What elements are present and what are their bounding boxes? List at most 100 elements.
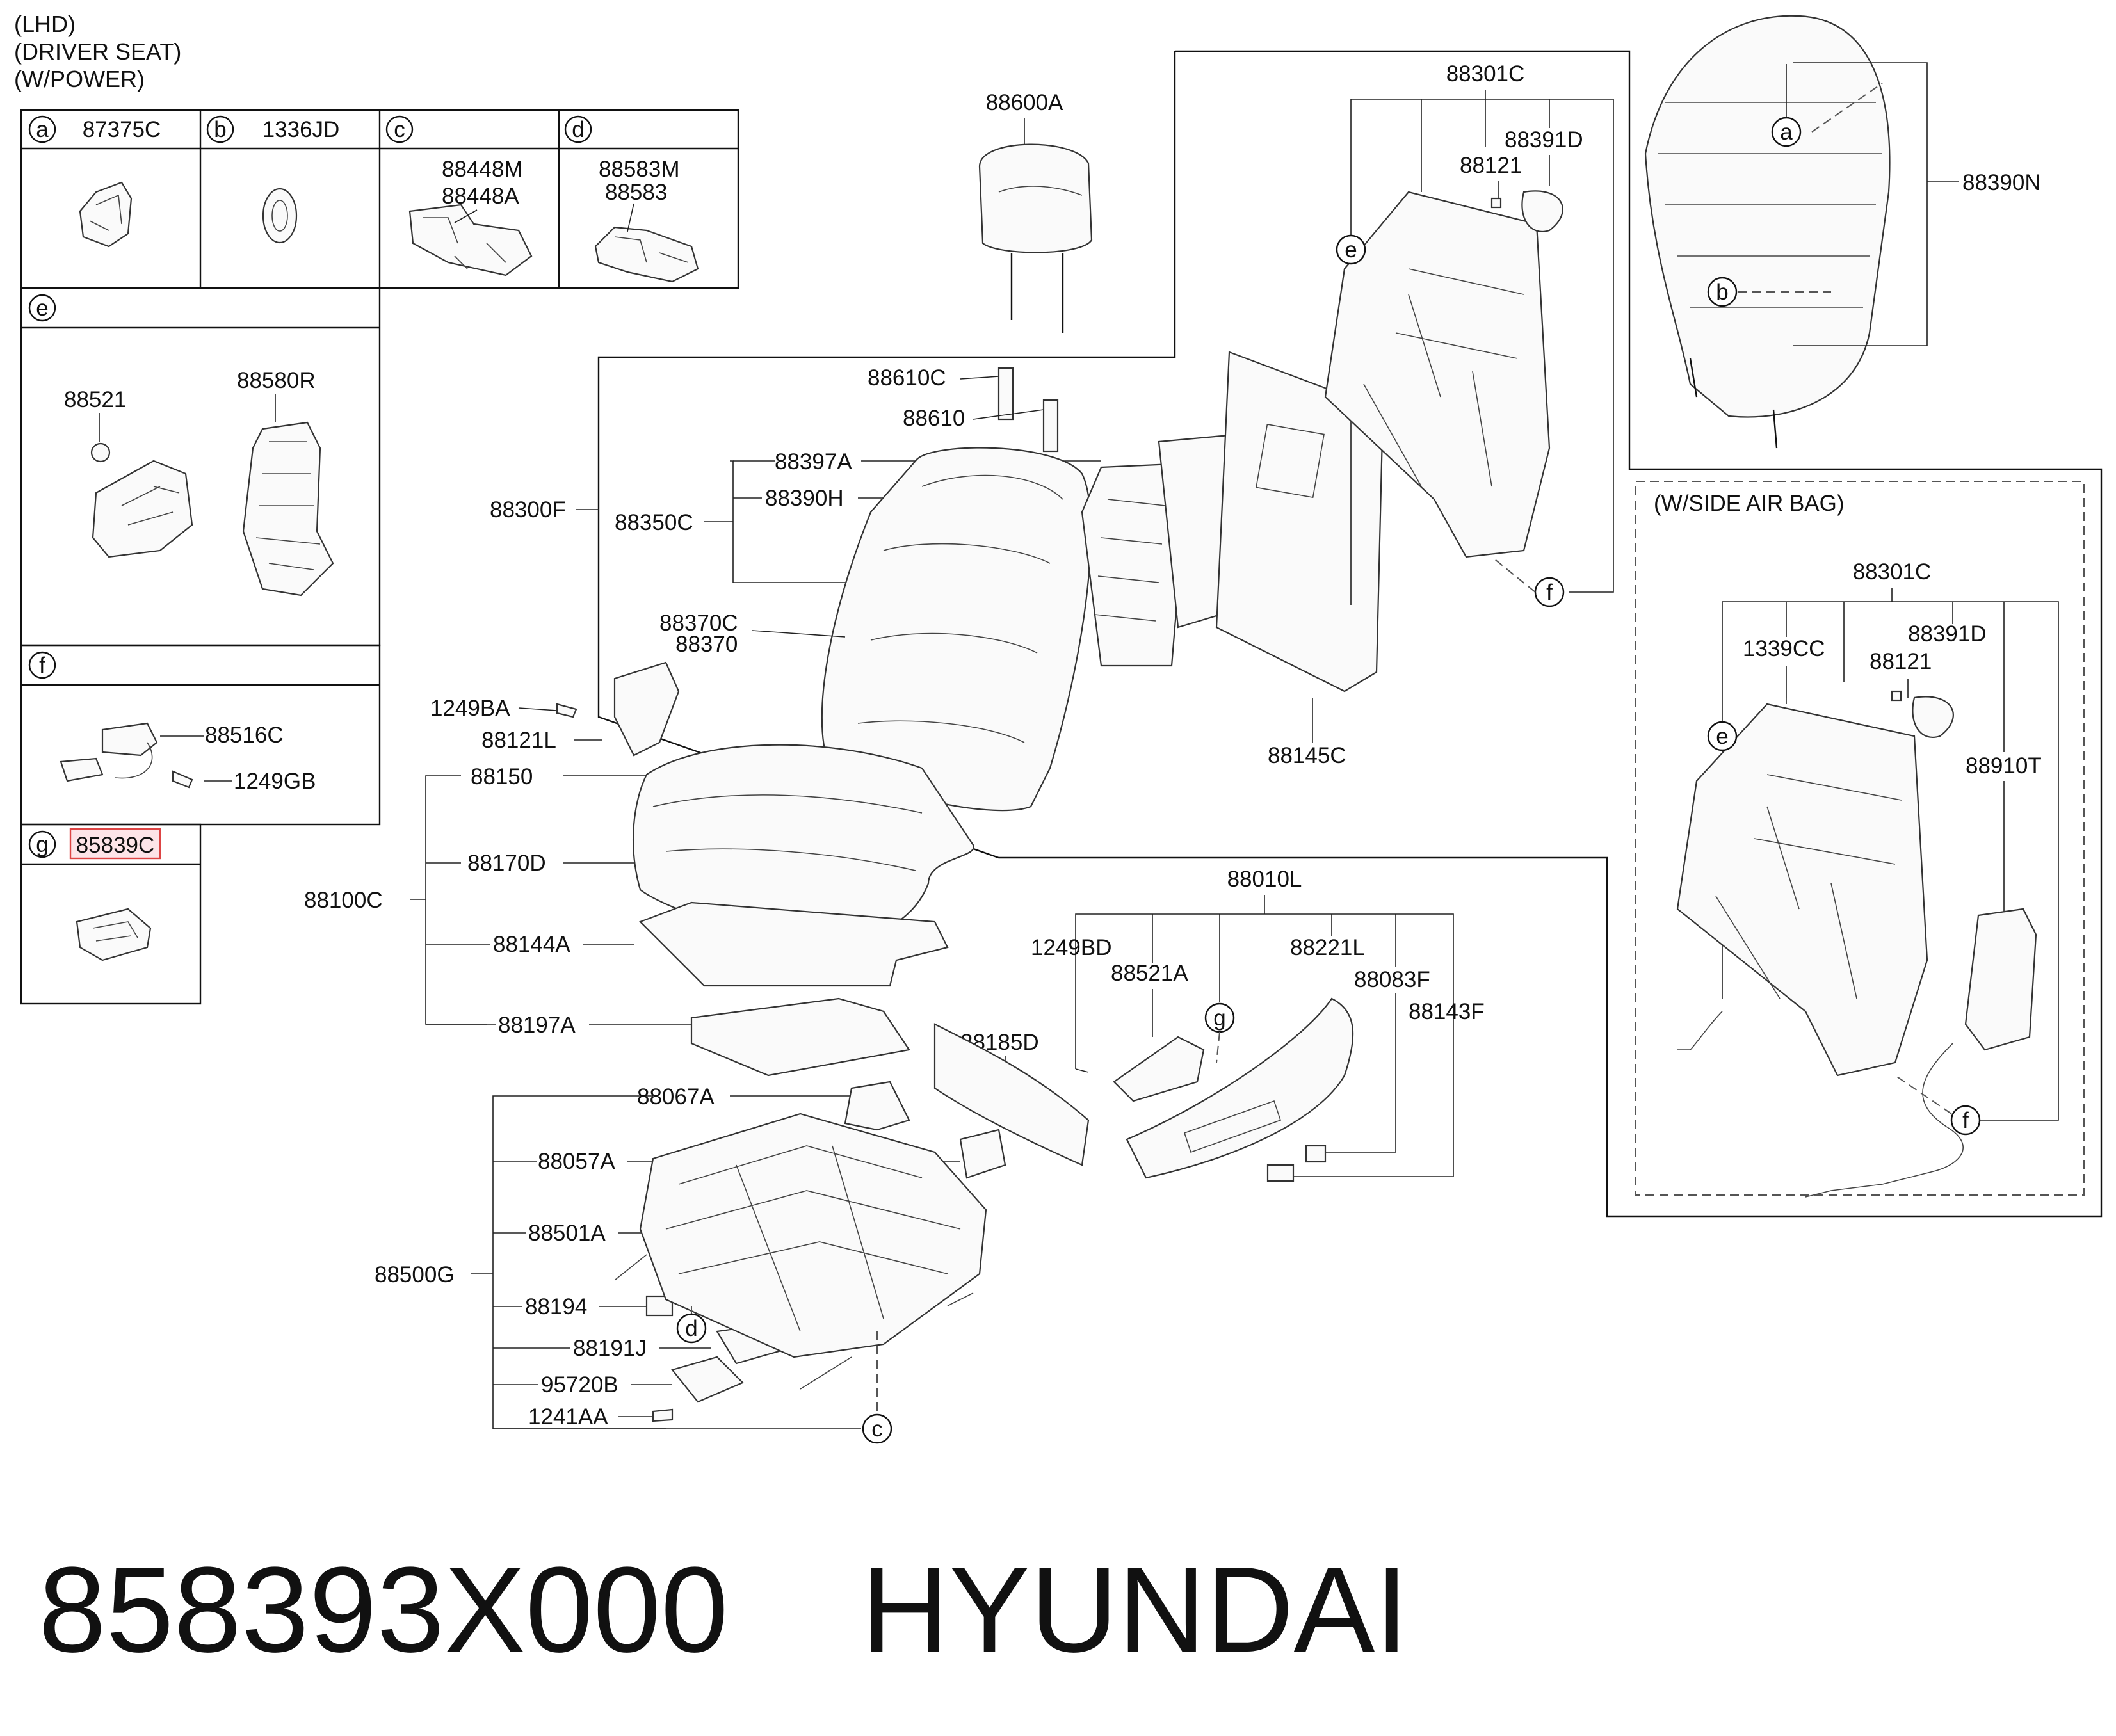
seat-pan-88197a [690, 997, 910, 1077]
label-88010l: 88010L [1227, 867, 1302, 892]
inset-d-part-1: 88583M [599, 157, 679, 182]
inset-e-part-1: 88521 [64, 387, 126, 412]
bracket-illustration [92, 460, 193, 558]
label-88391d: 88391D [1505, 127, 1583, 152]
label-88910t: 88910T [1966, 753, 2042, 778]
inset-b-letter-circle [206, 115, 234, 143]
marker-e-airbag [1707, 721, 1738, 751]
label-88221l: 88221L [1290, 935, 1365, 960]
inset-f: f 88516C 1249GB [28, 651, 316, 794]
label-88521a: 88521A [1111, 961, 1188, 986]
inset-e-letter-circle [28, 294, 56, 322]
inset-a: a 87375C [28, 115, 161, 248]
footer-part-number: 858393X000 [38, 1542, 729, 1678]
label-airbag-88301c: 88301C [1853, 559, 1932, 584]
inset-a-letter-circle [28, 115, 56, 143]
seatback-cover-88390n [1644, 15, 1891, 418]
svg-text:a: a [1780, 120, 1793, 145]
label-88301c: 88301C [1446, 61, 1525, 86]
inset-c-part-2: 88448A [442, 184, 519, 209]
screw-1249gb-illustration [172, 770, 193, 789]
inset-f-letter: f [39, 653, 45, 678]
trim-88185d [933, 1023, 1090, 1166]
header-driver-seat: (DRIVER SEAT) [14, 38, 181, 65]
guide-pin-88610 [1042, 399, 1059, 453]
seat-pad-88144a [639, 901, 949, 987]
label-88145c: 88145C [1268, 743, 1346, 768]
guide-pin-88610c [997, 367, 1014, 421]
highlighted-part-box [69, 828, 161, 860]
inset-b-part: 1336JD [262, 117, 340, 142]
motor-88448-illustration [408, 204, 533, 277]
switch-85839c-illustration [76, 908, 152, 961]
seatback-bracket: 88300F [490, 50, 2103, 1218]
label-1241aa: 1241AA [528, 1404, 608, 1429]
label-88390h: 88390H [765, 486, 844, 511]
inset-g-letter: g [36, 832, 48, 857]
airbag-section-frame [1635, 481, 2085, 1196]
inset-grid [20, 109, 739, 1005]
marker-c-main [862, 1413, 892, 1444]
marker-a [1771, 117, 1802, 147]
seatback-frame-88301c [1324, 191, 1551, 558]
inset-d-letter-circle [564, 115, 592, 143]
side-airbag-88910t [1964, 908, 2037, 1051]
inset-g-letter-circle [28, 830, 56, 858]
knob-88143f [1266, 1164, 1295, 1182]
label-1339cc: 1339CC [1743, 636, 1825, 661]
label-88370: 88370 [675, 632, 738, 657]
inset-g: g 85839C [28, 828, 161, 961]
label-88144a: 88144A [493, 932, 570, 957]
label-airbag-88121: 88121 [1870, 649, 1932, 674]
label-88397a: 88397A [775, 449, 852, 474]
inset-b-letter: b [214, 117, 226, 142]
knob-88083f [1305, 1145, 1327, 1163]
label-88121l: 88121L [481, 728, 556, 753]
inset-b: b 1336JD [206, 115, 340, 244]
svg-text:f: f [1546, 580, 1553, 605]
inset-f-part-2: 1249GB [234, 769, 316, 794]
cover-88067a [844, 1081, 910, 1131]
svg-text:e: e [1345, 237, 1357, 262]
module-95720b [671, 1356, 744, 1403]
header-lhd: (LHD) [14, 11, 76, 37]
headrest-illustration [978, 143, 1093, 253]
inset-d: d 88583M 88583 [564, 115, 699, 283]
svg-text:d: d [685, 1316, 697, 1341]
label-88350c: 88350C [615, 510, 693, 535]
label-88067a: 88067A [637, 1084, 715, 1109]
svg-text:b: b [1716, 280, 1728, 305]
inset-a-letter: a [36, 117, 49, 142]
marker-b [1707, 277, 1738, 307]
motor-88391d [1521, 190, 1563, 232]
label-88501a: 88501A [528, 1221, 606, 1246]
label-88390n: 88390N [1962, 170, 2041, 195]
label-88610: 88610 [903, 406, 965, 431]
svg-text:c: c [871, 1417, 883, 1442]
label-88197a: 88197A [498, 1013, 576, 1038]
side-shield-88221l [1126, 997, 1354, 1179]
svg-text:f: f [1962, 1108, 1969, 1133]
inset-a-part: 87375C [83, 117, 161, 142]
inset-d-letter: d [572, 117, 584, 142]
marker-e-main [1336, 234, 1366, 265]
inset-f-frame [20, 644, 381, 826]
label-88143f: 88143F [1409, 999, 1485, 1024]
svg-text:e: e [1716, 724, 1728, 749]
inset-e-letter: e [36, 296, 48, 321]
label-88057a: 88057A [538, 1149, 615, 1174]
inset-f-letter-circle [28, 651, 56, 679]
label-88150: 88150 [471, 764, 533, 789]
inset-c-letter-circle [385, 115, 414, 143]
inset-e-frame [20, 287, 381, 647]
inset-g-frame [20, 823, 202, 1005]
inset-g-part: 85839C [76, 833, 155, 858]
screw-1249ba [556, 703, 577, 718]
inset-c-letter: c [394, 117, 405, 142]
airbag-seatback-frame [1676, 703, 1928, 1077]
inset-f-part-1: 88516C [205, 723, 284, 748]
marker-f-airbag [1950, 1105, 1981, 1136]
label-88370c: 88370C [659, 611, 738, 636]
airbag-motor-88391d [1912, 696, 1954, 738]
